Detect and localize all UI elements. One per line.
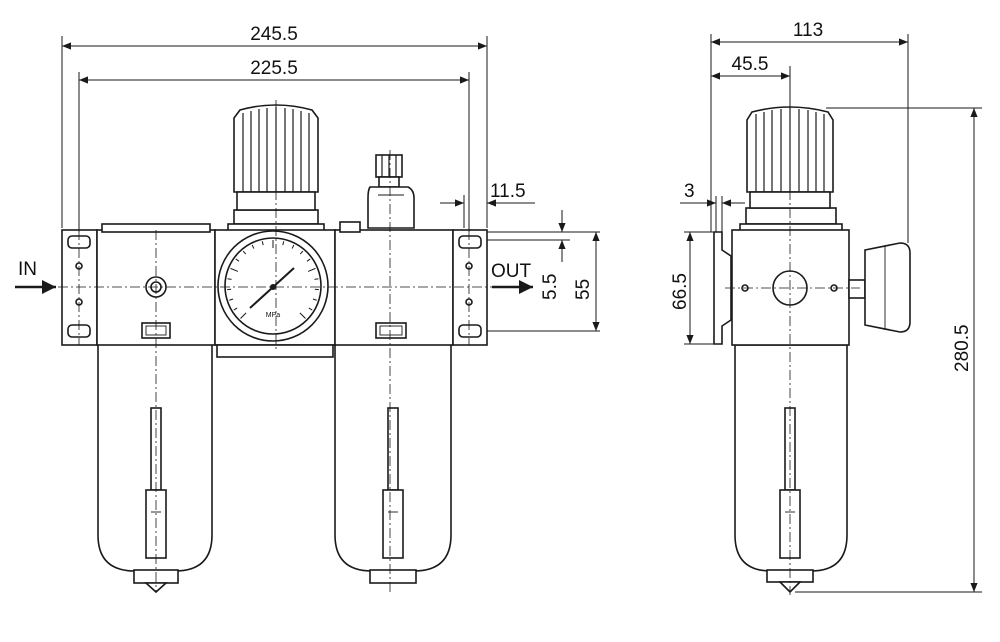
gauge-tick: [251, 244, 255, 249]
side-body: [731, 229, 850, 346]
flow-arrows: IN OUT: [15, 259, 533, 294]
pressure-gauge: MPa: [217, 230, 329, 342]
center-depth-value: 45.5: [732, 54, 769, 75]
gauge-unit-label: MPa: [266, 312, 281, 319]
filter-body: [61, 223, 216, 346]
lubricator-body: [334, 154, 488, 346]
right-lubricator-bowl: [334, 342, 452, 584]
gauge-tick: [308, 307, 313, 311]
outlet-label: OUT: [491, 261, 532, 282]
total-height-value: 280.5: [952, 324, 973, 372]
port-offset-small-value: 5.5: [540, 274, 561, 300]
side-view: 113 45.5 3 66.5 280.5: [670, 20, 982, 595]
depth-value: 113: [793, 20, 823, 41]
gauge-tick: [229, 298, 234, 301]
side-regulator-knob: [739, 106, 843, 233]
dim-mount-width: 225.5: [78, 58, 470, 232]
mounting-bracket: [713, 231, 732, 345]
gauge-tick: [299, 312, 306, 319]
inlet-label: IN: [18, 259, 37, 280]
gauge-tick: [227, 278, 232, 280]
gauge-tick: [312, 298, 317, 301]
gauge-tick: [242, 250, 247, 255]
mount-width-value: 225.5: [250, 58, 298, 79]
dim-total-height: 280.5: [795, 107, 982, 593]
gauge-tick: [306, 258, 311, 262]
front-view: MPa: [15, 24, 600, 594]
front-center-lines: [40, 100, 500, 592]
side-gauge: [848, 242, 911, 333]
gauge-tick: [299, 250, 304, 255]
port-offset-value: 11.5: [490, 181, 526, 202]
left-filter-bowl: [97, 342, 213, 594]
dim-bracket-height: 66.5: [670, 231, 714, 345]
gauge-tick: [307, 267, 316, 272]
total-width-value: 245.5: [250, 24, 298, 45]
side-center-lines: [725, 100, 860, 595]
gauge-tick: [314, 278, 319, 280]
bracket-thickness-value: 3: [684, 181, 695, 202]
dim-port-offset: 11.5: [440, 181, 535, 228]
side-bowl: [734, 344, 848, 594]
gauge-tick: [235, 258, 240, 262]
gauge-tick: [261, 241, 264, 246]
dim-total-width: 245.5: [61, 24, 488, 228]
gauge-tick: [233, 307, 238, 311]
gauge-tick: [240, 312, 247, 319]
gauge-tick: [291, 244, 295, 249]
gauge-tick: [230, 267, 239, 272]
dim-depth: 113: [710, 20, 909, 243]
dim-body-height: 5.5 55: [487, 210, 600, 332]
bracket-height-value: 66.5: [670, 273, 691, 310]
gauge-tick: [282, 241, 285, 246]
dim-bracket-thickness: 3: [680, 181, 745, 232]
body-height-value: 55: [573, 279, 594, 300]
dim-center-depth: 45.5: [711, 54, 791, 108]
